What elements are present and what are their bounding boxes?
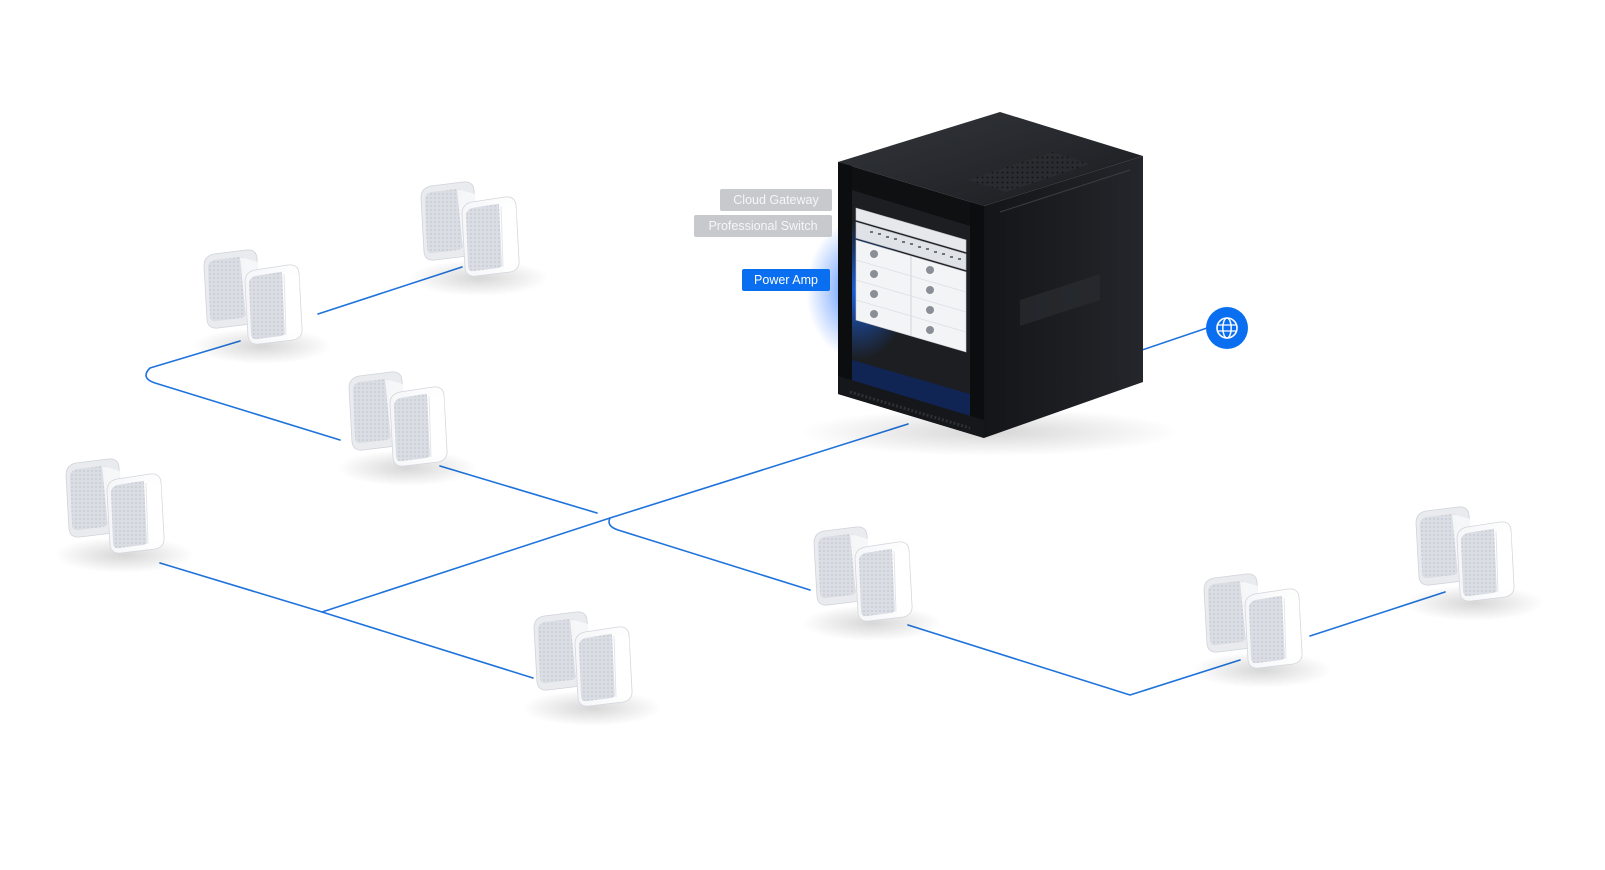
cable-rack-internet [1141,327,1208,351]
cable-mid-left [145,340,341,441]
cloud-gateway-unit [855,207,967,253]
professional-switch-unit [855,221,967,271]
speaker-pair-top-right [408,181,550,297]
cable-trunk-bottom [321,611,534,679]
speaker-pair-bottom [521,611,663,727]
speaker-pair-right [1191,573,1333,689]
speaker-pair-top-left [191,249,333,365]
server-rack [800,112,1180,456]
speaker-pair-far-right [1403,506,1545,622]
speaker-pair-middle [336,371,478,487]
cables [145,266,1446,696]
power-amp-label[interactable]: Power Amp [742,269,830,291]
speaker-pair-left [53,458,195,574]
cable-junction-right [608,517,811,591]
cable-right-chain [907,624,1241,696]
globe-icon[interactable] [1206,307,1248,349]
cloud-gateway-label[interactable]: Cloud Gateway [720,189,832,211]
cable-trunk-left [159,562,323,613]
power-amp-units [855,239,967,353]
professional-switch-label[interactable]: Professional Switch [694,215,832,237]
speaker-pair-center-right [801,526,943,642]
